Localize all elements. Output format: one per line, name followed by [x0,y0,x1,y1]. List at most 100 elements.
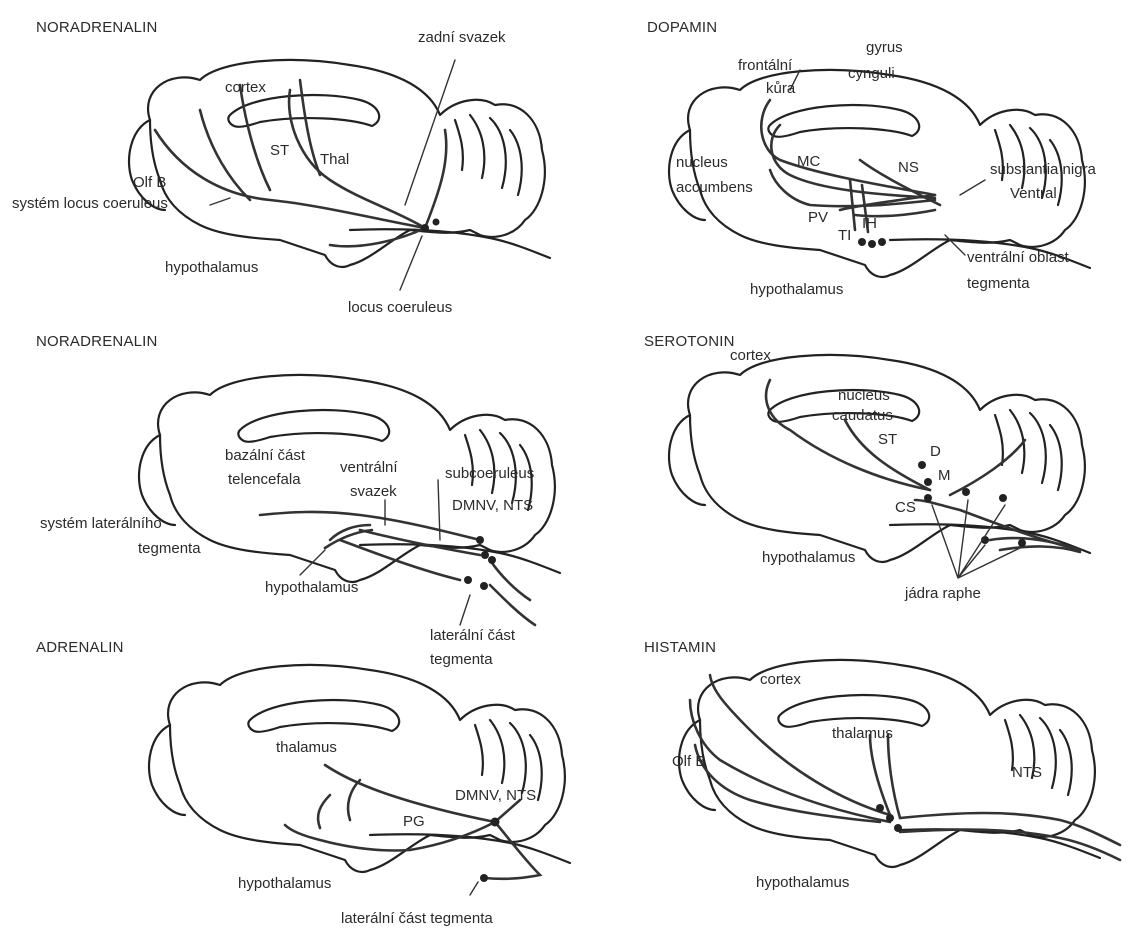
panel-adrenalin: ADRENALIN thalamus DMNV, NTS PG hypothal… [36,639,570,927]
panel-histamin: HISTAMIN cortex thalamus Olf B NTS hypot… [644,639,1120,891]
label-svazek: svazek [350,483,397,500]
nucleus-dot [480,874,488,882]
leader-vta [945,235,965,255]
panel-serotonin: SEROTONIN cortex nucleus caudatus ST D M… [644,333,1090,602]
nucleus-dot [858,238,866,246]
pathway-branches [200,80,320,200]
label-cynguli: cynguli [848,65,895,82]
nucleus-dot [481,551,489,559]
nucleus-dot [999,494,1007,502]
brain-outline [149,665,570,872]
pathway-olf [695,745,880,822]
pathway-branches [340,530,480,580]
panel-title: SEROTONIN [644,333,735,350]
locus-coeruleus-nucleus [433,219,440,226]
nucleus-dot [878,238,886,246]
nucleus-dot [876,804,884,812]
label-hypothalamus: hypothalamus [756,874,849,891]
label-olf-b: Olf B [672,753,705,770]
label-accumbens: accumbens [676,179,753,196]
label-cortex: cortex [730,347,771,364]
label-thalamus: thalamus [276,739,337,756]
pathway-thalamus [870,735,900,818]
nucleus-cs [924,494,932,502]
leader-lateralni [470,882,478,895]
nucleus-dot [894,824,902,832]
panel-title: ADRENALIN [36,639,124,656]
leader-locus [400,236,422,290]
label-nucleus: nucleus [676,154,728,171]
label-m: M [938,467,951,484]
label-kura: kůra [766,80,796,97]
pathway-cortex [289,90,425,228]
label-dmnv: DMNV, NTS [455,787,536,804]
pathway-descending [485,822,540,879]
pathway-cerebellum [425,130,446,228]
label-caudatus: caudatus [832,407,893,424]
label-substantia: substantia nigra [990,161,1097,178]
label-hypothalamus: hypothalamus [750,281,843,298]
pathway-hypothalamic [285,822,495,851]
label-mc: MC [797,153,820,170]
label-cortex: cortex [225,79,266,96]
panel-title: NORADRENALIN [36,333,158,350]
nucleus-dot [491,818,500,827]
label-gyrus: gyrus [866,39,903,56]
label-hypothalamus: hypothalamus [762,549,855,566]
nucleus-dot [488,556,496,564]
label-system: systém locus coeruleus [12,195,168,212]
panel-noradrenalin-lateral-tegmental: NORADRENALIN bazální část telencefala ve… [36,333,560,668]
panel-title: NORADRENALIN [36,19,158,36]
pathway-main [155,130,425,228]
label-thal: Thal [320,151,349,168]
nucleus-dot [476,536,484,544]
panel-noradrenalin-locus-coeruleus: NORADRENALIN zadní svazek cortex ST Thal… [12,19,550,316]
label-tegmenta: tegmenta [138,540,201,557]
pathway-branches [318,780,360,828]
label-subcoeruleus: subcoeruleus [445,465,534,482]
label-jadra: jádra raphe [904,585,981,602]
pathway-descending [490,560,535,625]
label-hypothalamus: hypothalamus [265,579,358,596]
label-hypothalamus: hypothalamus [165,259,258,276]
nucleus-dot [886,814,894,822]
label-d: D [930,443,941,460]
panel-dopamin: DOPAMIN frontální kůra gyrus cynguli nuc… [647,19,1097,298]
label-nucleus: nucleus [838,387,890,404]
label-st: ST [878,431,897,448]
label-thalamus: thalamus [832,725,893,742]
label-pg: PG [403,813,425,830]
leader-lateralni [460,595,470,625]
leader-hypothalamus [300,550,325,575]
nucleus-m [924,478,932,486]
label-tegmenta: tegmenta [967,275,1030,292]
label-olf-b: Olf B [133,174,166,191]
label-tegmenta2: tegmenta [430,651,493,668]
leader-system [210,198,230,205]
panel-title: DOPAMIN [647,19,717,36]
label-lateralni: laterální část [430,627,516,644]
label-telencefala: telencefala [228,471,301,488]
label-system: systém laterálního [40,515,162,532]
pathway-cerebellum [950,440,1025,495]
label-cortex: cortex [760,671,801,688]
label-zadni-svazek: zadní svazek [418,29,506,46]
label-ventralni: ventrální [340,459,398,476]
label-hypothalamus: hypothalamus [238,875,331,892]
nucleus-dot [480,582,488,590]
label-locus: locus coeruleus [348,299,452,316]
label-ti: TI [838,227,851,244]
label-ventralni-oblast: ventrální oblast [967,249,1070,266]
label-cs: CS [895,499,916,516]
leader-substantia [960,180,985,195]
label-ventral: Ventral [1010,185,1057,202]
label-ns: NS [898,159,919,176]
label-dmnv: DMNV, NTS [452,497,533,514]
label-lateralni: laterální část tegmenta [341,910,493,927]
label-frontalni: frontální [738,57,793,74]
nucleus-d [918,461,926,469]
nucleus-dot [464,576,472,584]
locus-coeruleus-nucleus [421,224,429,232]
nucleus-dot [868,240,876,248]
